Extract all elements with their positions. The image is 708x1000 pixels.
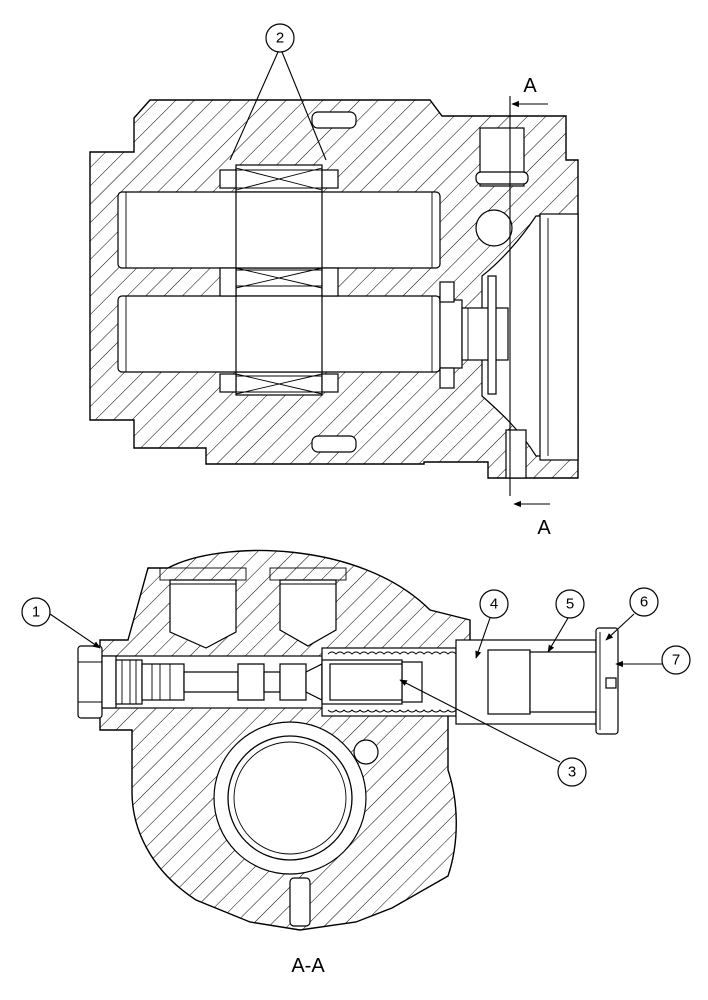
upper-shaft [117, 191, 441, 269]
spring-chamber [321, 647, 457, 717]
bearing-bore [213, 721, 379, 875]
callout-circle [479, 589, 509, 619]
spool [115, 659, 323, 705]
callout-circle [21, 597, 51, 627]
callout-circle [661, 645, 691, 675]
section-marker-bottom: A [537, 517, 551, 539]
callout-3: 3 [568, 764, 576, 781]
bottom-view-section-aa: 1 4 5 6 7 3 A-A [21, 549, 691, 977]
callout-circle [557, 757, 587, 787]
bottom-bolt [505, 429, 527, 479]
lower-shaft [117, 295, 441, 373]
spring-coils [327, 651, 457, 655]
callout-circle [629, 587, 659, 617]
poppet [329, 663, 403, 701]
view-label: A-A [291, 955, 325, 977]
callout-7: 7 [672, 652, 680, 669]
adjuster-cap [455, 627, 619, 735]
callout-circle [555, 589, 585, 619]
bottom-pin [289, 877, 311, 927]
drive-shaft-end [439, 275, 509, 395]
gear-upper [235, 167, 323, 289]
port-plug [475, 127, 529, 247]
end-cover [539, 213, 579, 461]
dowel-pins [311, 111, 357, 453]
callout-5: 5 [566, 596, 574, 613]
upper-ports [159, 567, 347, 649]
callout-2: 2 [276, 30, 284, 47]
callout-circle [265, 23, 295, 53]
gear-lower [235, 373, 323, 395]
callout-1: 1 [32, 604, 40, 621]
hex-plug [77, 645, 117, 719]
section-marker-top: A [523, 75, 537, 97]
top-view-pump-section: A A 2 [89, 23, 579, 539]
bearing-blocks [219, 169, 455, 393]
callout-6: 6 [640, 594, 648, 611]
callout-4: 4 [490, 596, 498, 613]
